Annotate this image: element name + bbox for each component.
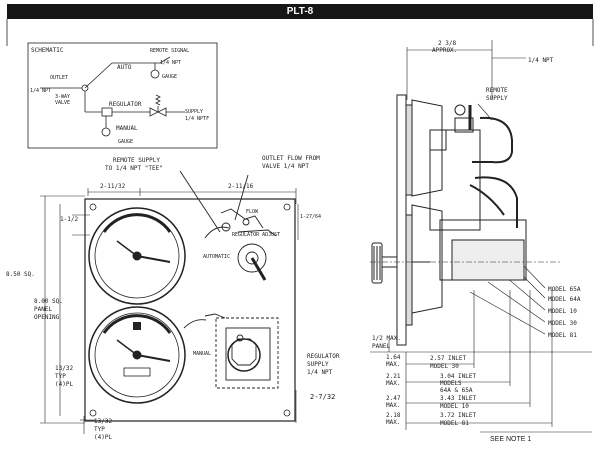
regulator-supply-1: REGULATOR — [307, 353, 340, 360]
remote-signal-label: REMOTE SIGNAL — [150, 48, 189, 54]
regulator-supply-2: SUPPLY — [307, 361, 329, 368]
row2-inlet: 3.04 INLET — [440, 373, 477, 380]
auto-label: AUTO — [117, 64, 132, 71]
manual-label-front: MANUAL — [193, 351, 211, 357]
auto-valve-assembly — [179, 170, 277, 281]
row4-max-label: MAX. — [386, 419, 400, 426]
gauge-bottom-label: GAUGE — [118, 139, 133, 145]
outlet-flow-line2: VALVE 1/4 NPT — [262, 163, 309, 170]
row1-max-label: MAX. — [386, 361, 400, 368]
dim-overall-2: SQ. — [24, 271, 35, 278]
panel-max-1: 1/2 MAX. — [372, 335, 401, 342]
remote-npt-label: 1/4 NPT — [160, 60, 181, 66]
manual-label: MANUAL — [116, 125, 138, 132]
front-view: REMOTE SUPPLY TO 1/4 NPT "TEE" OUTLET FL… — [6, 155, 340, 441]
model-81: MODEL 81 — [548, 332, 577, 339]
panel-bolts — [89, 203, 291, 417]
row2-max-label: MAX. — [386, 380, 400, 387]
front-dimension-lines — [40, 188, 299, 434]
flow-label: FLOW — [246, 209, 259, 215]
regulator-label: REGULATOR — [109, 101, 142, 108]
dim-1-27-64: 1-27/64 — [300, 214, 321, 220]
row3-model: MODEL 10 — [440, 403, 469, 410]
dim-approx: APPROX. — [432, 47, 457, 54]
valve-label-line2: VALVE — [55, 100, 70, 106]
manual-regulator-assembly — [183, 313, 279, 389]
gauge-panel — [84, 198, 296, 422]
dim-2-7-32: 2-7/32 — [310, 393, 335, 401]
model-65a: MODEL 65A — [548, 286, 581, 293]
outlet-flow-line1: OUTLET FLOW FROM — [262, 155, 320, 162]
supply-npt-label: 1/4 NPTF — [185, 116, 209, 122]
see-note-label: SEE NOTE 1 — [490, 436, 531, 443]
title-bar: PLT-8 — [7, 4, 593, 19]
sheet-frame — [6, 19, 594, 46]
outlet-label: OUTLET — [50, 75, 68, 81]
sheet-title: PLT-8 — [286, 6, 314, 17]
bottom-13-32-2: TYP — [94, 426, 105, 433]
panel-max-2: PANEL — [372, 343, 390, 350]
dim-2-3-8: 2 3/8 — [438, 40, 456, 47]
gauge-top-label: GAUGE — [162, 74, 177, 80]
bottom-13-32-3: (4)PL — [94, 434, 112, 441]
schematic-lines — [40, 56, 185, 137]
panel-opening-2: PANEL — [34, 306, 52, 313]
side-view: 2 3/8 APPROX. 1/4 NPT REMOTE SUPPLY — [370, 40, 592, 443]
row1-model: MODEL 30 — [430, 363, 459, 370]
dim-2-11-16: 2-11/16 — [228, 183, 254, 190]
schematic-title: SCHEMATIC — [31, 47, 64, 54]
left-13-32-2: TYP — [55, 373, 66, 380]
regulator-adjust-label: REGULATOR ADJUST — [232, 232, 280, 238]
regulator-supply-3: 1/4 NPT — [307, 369, 333, 376]
row3-max-label: MAX. — [386, 402, 400, 409]
upper-gauge — [88, 207, 186, 305]
row1-max: 1.64 — [386, 354, 401, 361]
automatic-label: AUTOMATIC — [203, 254, 230, 260]
panel-opening-1: 8.00 SQ. — [34, 298, 63, 305]
panel-opening-3: OPENING — [34, 314, 60, 321]
row1-inlet: 2.57 INLET — [430, 355, 467, 362]
supply-side-label: SUPPLY — [486, 95, 508, 102]
row2-model: MODELS — [440, 380, 462, 387]
dim-overall-1: 8.50 — [6, 271, 21, 278]
dim-1-1-2: 1-1/2 — [60, 216, 78, 223]
npt-label: 1/4 NPT — [528, 57, 554, 64]
outlet-npt-label: 1/4 NPT — [30, 88, 51, 94]
row4-max: 2.18 — [386, 412, 401, 419]
left-13-32-1: 13/32 — [55, 365, 73, 372]
row2-max: 2.21 — [386, 373, 401, 380]
remote-label: REMOTE — [486, 87, 508, 94]
lower-gauge — [88, 306, 186, 404]
remote-supply-line1: REMOTE SUPPLY — [113, 157, 160, 164]
left-13-32-3: (4)PL — [55, 381, 73, 388]
row4-model: MODEL 81 — [440, 420, 469, 427]
valve-label-line1: 3-WAY — [55, 94, 70, 100]
side-dimension-lines — [370, 40, 592, 433]
model-30: MODEL 30 — [548, 320, 577, 327]
side-mechanism — [370, 94, 560, 346]
row3-max: 2.47 — [386, 395, 401, 402]
model-64a: MODEL 64A — [548, 296, 581, 303]
dim-2-11-32: 2-11/32 — [100, 183, 126, 190]
remote-supply-line2: TO 1/4 NPT "TEE" — [105, 165, 163, 172]
model-10: MODEL 10 — [548, 308, 577, 315]
row2-model2: 64A & 65A — [440, 387, 473, 394]
schematic-box: SCHEMATIC REMOTE SIGNAL 1/4 NPT AUTO GAU… — [27, 42, 218, 149]
row3-inlet: 3.43 INLET — [440, 395, 477, 402]
supply-label: SUPPLY — [185, 109, 203, 115]
row4-inlet: 3.72 INLET — [440, 412, 477, 419]
